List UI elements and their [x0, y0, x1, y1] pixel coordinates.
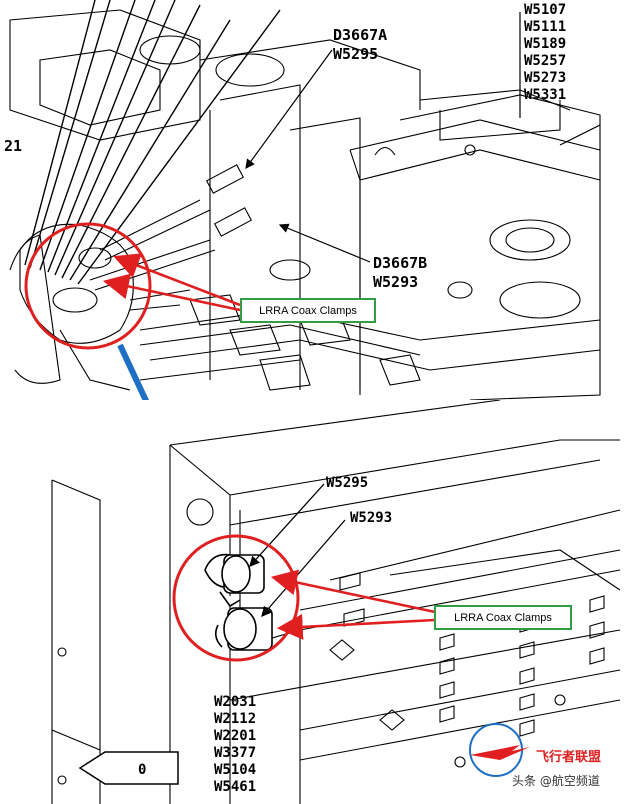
top-view-panel: D3667A W5295 D3667B W5293 21 W5107 W5111…: [0, 0, 640, 400]
wire-list-item: W5107: [524, 2, 567, 18]
label-d3667b: D3667B: [373, 254, 427, 272]
label-w5295-top: W5295: [333, 45, 378, 63]
tag-shape: [78, 751, 179, 785]
wire-list-item: W2112: [214, 711, 257, 727]
detail-view-panel: W5295 W5293 0 LRRA Coax Clamps W2031 W21…: [0, 400, 640, 804]
wire-list-item: W5461: [214, 779, 257, 795]
label-w5295-detail: W5295: [326, 475, 368, 491]
structure-linework: [9, 9, 601, 400]
wire-list-item: W5257: [524, 53, 567, 69]
pointer-arrow-upper-detail: [270, 569, 436, 614]
tag-value: 0: [138, 762, 146, 778]
detail-view-drawing: W5295 W5293 0: [51, 400, 621, 804]
wire-list-bottom: W2031 W2112 W2201 W3377 W5104 W5461: [214, 694, 256, 796]
pointer-arrow-lower: [102, 273, 241, 312]
label-w5293-top: W5293: [373, 273, 418, 291]
callout-lrra-coax-clamps-detail: LRRA Coax Clamps: [434, 605, 572, 630]
label-w5293-detail: W5293: [350, 510, 392, 526]
coax-clamp-upper-face: [221, 555, 251, 593]
clamp-label-leaders: [249, 483, 346, 617]
watermark-source: 头条 @航空频道: [512, 774, 600, 788]
label-leaders: [245, 12, 601, 263]
pointer-arrow-lower-detail: [276, 613, 436, 640]
coax-clamp-lower-face: [223, 608, 257, 650]
wire-list-item: W5189: [524, 36, 567, 52]
label-fragment-21: 21: [4, 137, 22, 155]
wire-list-item: W5273: [524, 70, 567, 86]
highlight-circle-detail: [172, 534, 300, 662]
coax-clamp-assembly: [204, 553, 273, 651]
pointer-arrow-upper: [113, 253, 241, 307]
watermark-plane-icon: [469, 723, 530, 777]
wire-list-top-right: W5107 W5111 W5189 W5257 W5273 W5331: [524, 2, 566, 104]
bracket-linework: [51, 400, 621, 804]
wire-list-item: W2201: [214, 728, 257, 744]
callout-lrra-coax-clamps-top: LRRA Coax Clamps: [240, 298, 376, 323]
wire-list-item: W5111: [524, 19, 567, 35]
top-view-drawing: D3667A W5295 D3667B W5293 21: [4, 0, 601, 400]
watermark-brand: 飞行者联盟: [536, 750, 602, 765]
wire-list-item: W5331: [524, 87, 567, 103]
wire-bundle: [24, 0, 281, 285]
highlight-circle-top: [24, 222, 152, 350]
wire-list-item: W3377: [214, 745, 257, 761]
label-d3667a: D3667A: [333, 26, 387, 44]
wire-list-item: W5104: [214, 762, 257, 778]
wire-list-item: W2031: [214, 694, 257, 710]
